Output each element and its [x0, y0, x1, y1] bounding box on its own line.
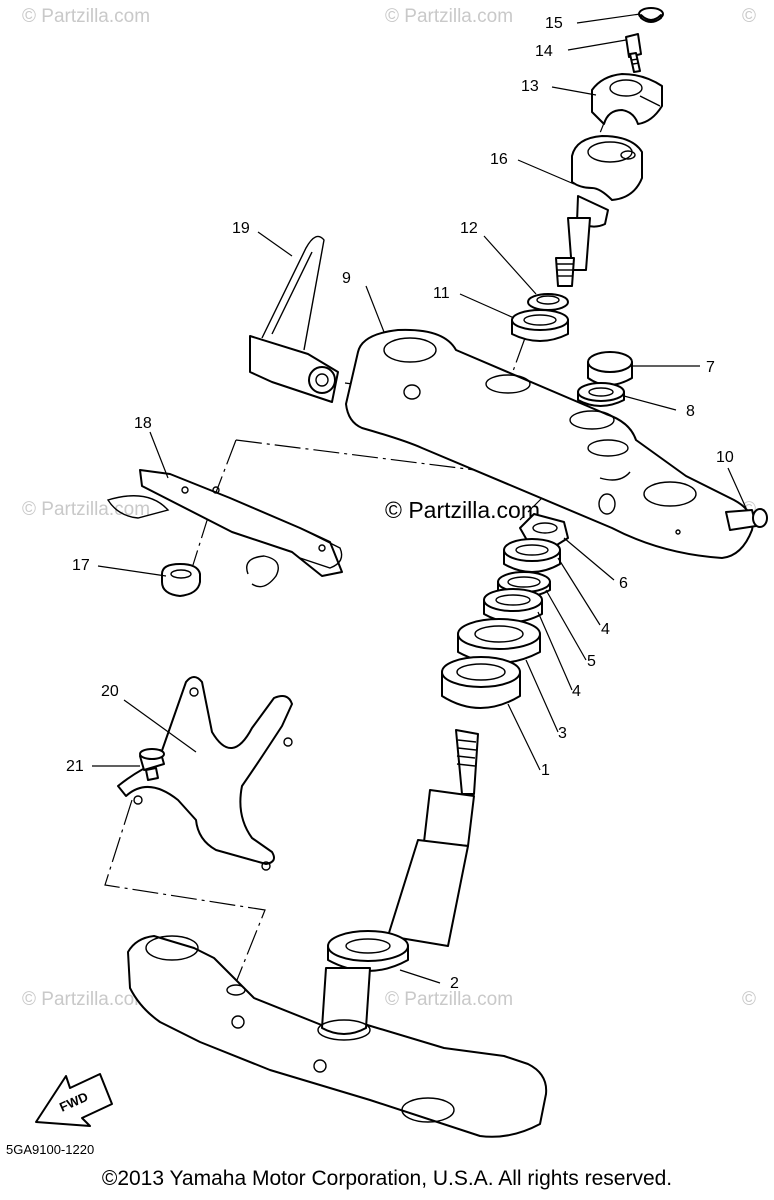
watermark-layer: © Partzilla.com © Partzilla.com © © Part…	[22, 6, 756, 1010]
part-13-upper-holder	[591, 73, 663, 125]
fwd-arrow: FWD	[35, 1073, 113, 1127]
part-16-handlebar-riser	[555, 135, 643, 287]
callout-labels: 1 2 3 4 4 5 6 7 8 9 10 11 12 13 14 15 16…	[66, 15, 734, 992]
part-11-collar	[511, 309, 569, 342]
callout-3: 3	[558, 725, 567, 742]
callout-2: 2	[450, 975, 459, 992]
part-19-clip	[249, 235, 339, 403]
part-1-bearing	[441, 656, 521, 709]
callout-9: 9	[342, 270, 351, 287]
watermark: © Partzilla.com	[385, 989, 513, 1010]
callout-5: 5	[587, 653, 596, 670]
callout-17: 17	[72, 557, 90, 574]
part-20-bracket	[117, 676, 293, 871]
leader-lines	[92, 13, 747, 984]
watermark-mark: ©	[742, 6, 756, 27]
part-21-bolt	[139, 748, 165, 781]
part-10-pinch-bolt	[725, 508, 768, 531]
callout-20: 20	[101, 683, 119, 700]
copyright-notice: ©2013 Yamaha Motor Corporation, U.S.A. A…	[101, 1167, 673, 1190]
part-15-cap	[638, 7, 664, 23]
part-17-nut	[161, 563, 201, 597]
callout-7: 7	[706, 359, 715, 376]
part-4-ring-nut-upper	[503, 538, 561, 573]
callout-19: 19	[232, 220, 250, 237]
part-18-bracket	[106, 469, 343, 588]
callout-11: 11	[433, 285, 450, 302]
callout-4-lower: 4	[572, 683, 581, 700]
diagram-code: 5GA9100-1220	[6, 1142, 95, 1157]
part-7-nut	[587, 351, 633, 386]
callout-12: 12	[460, 220, 478, 237]
callout-8: 8	[686, 403, 695, 420]
callout-15: 15	[545, 15, 563, 32]
callout-1: 1	[541, 762, 550, 779]
part-12-washer	[527, 293, 569, 311]
part-8-washer	[577, 382, 625, 407]
watermark: © Partzilla.com	[22, 989, 150, 1010]
callout-18: 18	[134, 415, 152, 432]
callout-10: 10	[716, 449, 734, 466]
watermark: © Partzilla.com	[22, 6, 150, 27]
part-3-bearing-race	[457, 618, 541, 664]
callout-6: 6	[619, 575, 628, 592]
watermark-center: © Partzilla.com	[385, 497, 540, 523]
steering-stem-lower-bracket	[127, 729, 548, 1138]
callout-21: 21	[66, 758, 84, 775]
watermark: © Partzilla.com	[385, 6, 513, 27]
part-14-bolt	[625, 33, 642, 73]
callout-16: 16	[490, 151, 508, 168]
watermark: © Partzilla.com	[22, 499, 150, 520]
callout-14: 14	[535, 43, 553, 60]
watermark-mark: ©	[742, 989, 756, 1010]
callout-4-upper: 4	[601, 621, 610, 638]
part-4-ring-nut-lower	[483, 588, 543, 623]
callout-13: 13	[521, 78, 539, 95]
part-9-upper-bracket	[345, 328, 754, 559]
